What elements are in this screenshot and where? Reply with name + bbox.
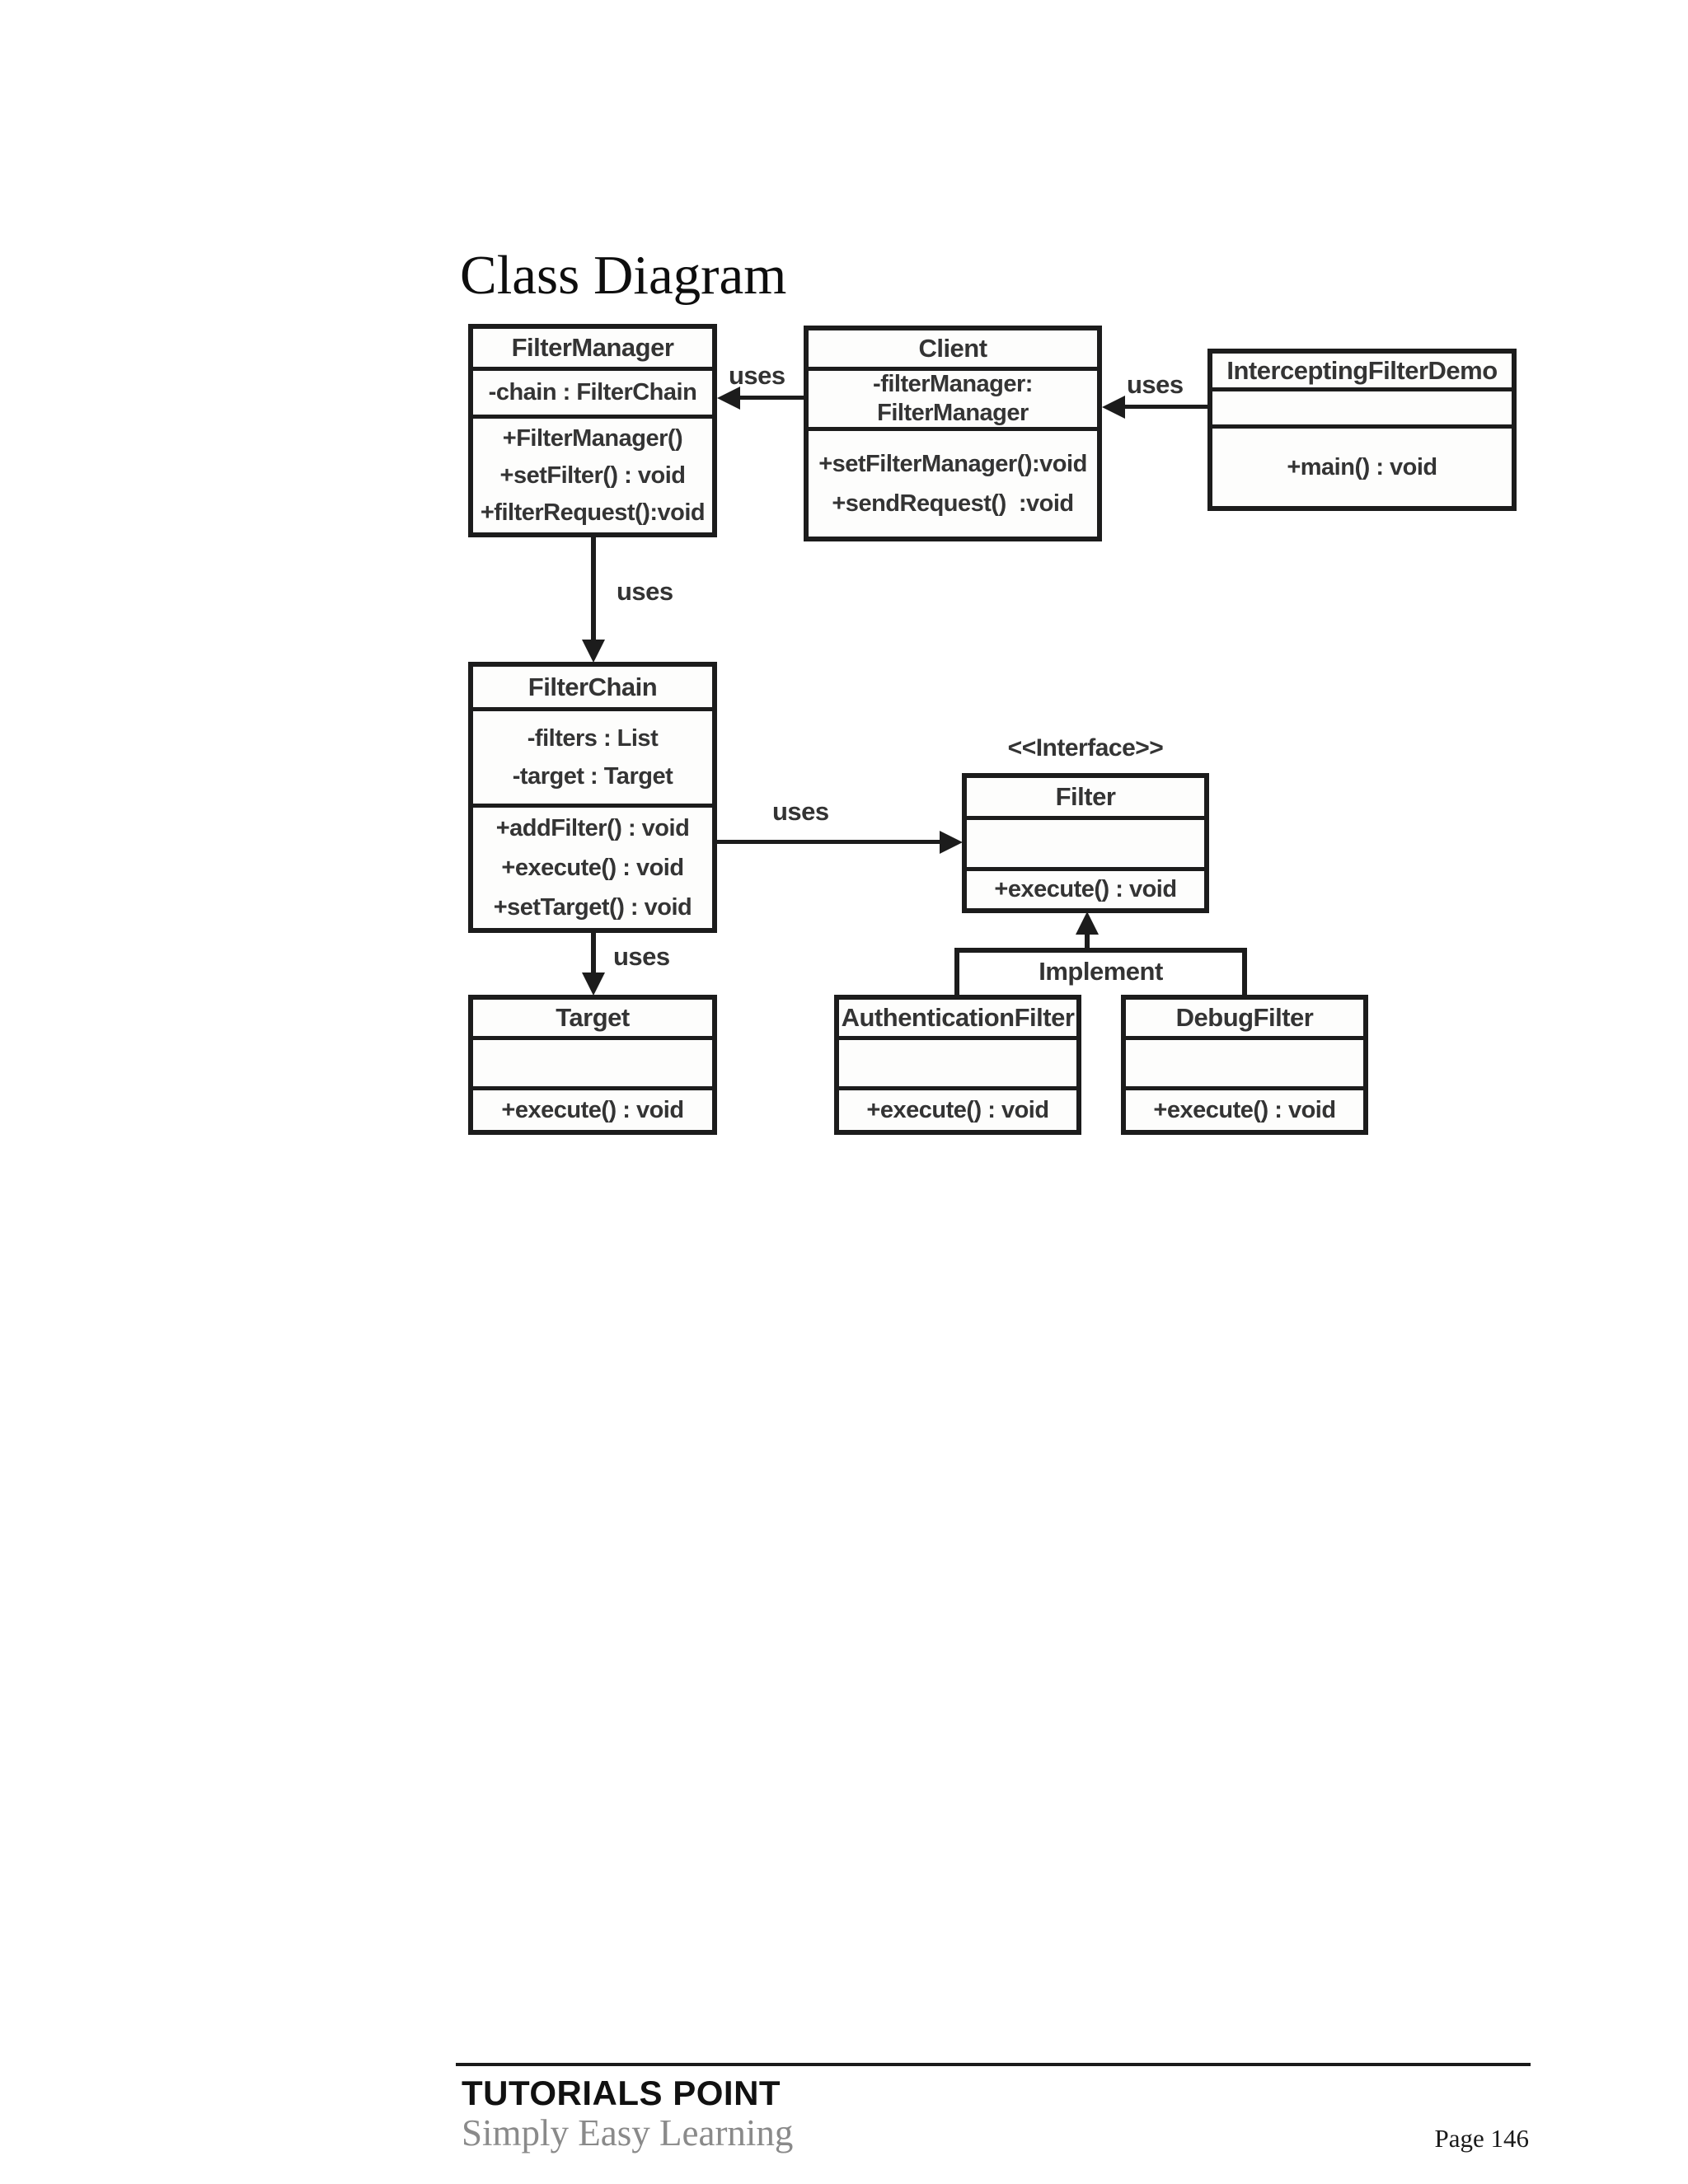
method: +execute() : void <box>994 876 1177 902</box>
class-box-client: Client -filterManager: FilterManager +se… <box>804 326 1102 541</box>
connector-filter-manager-uses-filter-chain <box>591 537 596 641</box>
methods-compartment: +main() : void <box>1212 424 1512 506</box>
arrowhead-left-icon <box>1102 396 1125 419</box>
attributes-compartment <box>839 1036 1076 1086</box>
page-title: Class Diagram <box>460 245 787 306</box>
methods-compartment: +setFilterManager():void +sendRequest() … <box>809 427 1097 537</box>
methods-compartment: +execute() : void <box>839 1086 1076 1130</box>
method: +execute() : void <box>1153 1096 1336 1123</box>
connector-implement-right-stub <box>1242 948 1247 995</box>
method: +setFilterManager():void <box>818 451 1087 477</box>
attributes-compartment <box>967 816 1204 867</box>
connector-implement-arrow-shaft <box>1085 933 1090 951</box>
method: +addFilter() : void <box>495 815 690 841</box>
methods-compartment: +execute() : void <box>1126 1086 1363 1130</box>
class-name: Filter <box>1055 782 1116 811</box>
connector-implement-bracket <box>954 948 1247 953</box>
method: +main() : void <box>1287 453 1437 480</box>
method: +execute() : void <box>501 855 684 881</box>
class-box-intercepting-filter-demo: InterceptingFilterDemo +main() : void <box>1207 349 1517 511</box>
footer-divider <box>456 2063 1531 2066</box>
class-name: Target <box>556 1003 630 1032</box>
arrowhead-right-icon <box>940 831 963 854</box>
class-name: FilterChain <box>528 672 658 701</box>
interface-stereotype-label: <<Interface>> <box>1007 734 1164 762</box>
footer-brand: TUTORIALS POINT <box>462 2074 781 2112</box>
connector-filter-chain-uses-filter <box>717 840 941 844</box>
attributes-compartment <box>1212 387 1512 424</box>
attributes-compartment <box>1126 1036 1363 1086</box>
method: +sendRequest() :void <box>832 490 1074 517</box>
methods-compartment: +FilterManager() +setFilter() : void +fi… <box>473 415 712 532</box>
footer-page-number: Page 146 <box>1434 2124 1529 2153</box>
class-name: Client <box>918 334 987 363</box>
class-box-filter-chain: FilterChain -filters : List -target : Ta… <box>468 662 717 933</box>
footer-tagline: Simply Easy Learning <box>462 2112 794 2154</box>
methods-compartment: +addFilter() : void +execute() : void +s… <box>473 804 712 928</box>
arrowhead-down-icon <box>582 640 605 663</box>
method: +setFilter() : void <box>499 462 686 489</box>
connector-implement-left-stub <box>954 948 959 995</box>
attribute: -target : Target <box>512 763 673 790</box>
connector-filter-chain-uses-target <box>591 933 596 973</box>
attribute: -chain : FilterChain <box>488 379 697 405</box>
relation-label-uses: uses <box>729 361 785 390</box>
attributes-compartment: -chain : FilterChain <box>473 367 712 415</box>
method: +execute() : void <box>501 1096 684 1123</box>
arrowhead-down-icon <box>582 972 605 996</box>
class-box-authentication-filter: AuthenticationFilter +execute() : void <box>834 995 1081 1135</box>
method: +setTarget() : void <box>493 894 692 921</box>
class-box-filter-manager: FilterManager -chain : FilterChain +Filt… <box>468 324 717 537</box>
relation-label-uses: uses <box>772 797 829 826</box>
class-name: AuthenticationFilter <box>841 1003 1075 1032</box>
relation-label-uses: uses <box>1127 370 1184 399</box>
class-box-target: Target +execute() : void <box>468 995 717 1135</box>
methods-compartment: +execute() : void <box>967 867 1204 908</box>
connector-client-uses-filter-manager <box>738 396 804 400</box>
attribute: -filters : List <box>527 725 659 752</box>
method: +filterRequest():void <box>480 499 706 526</box>
arrowhead-left-icon <box>717 387 740 410</box>
attribute: -filterManager: <box>873 371 1033 397</box>
connector-demo-uses-client <box>1123 405 1207 409</box>
attributes-compartment: -filterManager: FilterManager <box>809 367 1097 427</box>
attributes-compartment <box>473 1036 712 1086</box>
class-name: DebugFilter <box>1175 1003 1314 1032</box>
method: +execute() : void <box>866 1096 1049 1123</box>
class-name: InterceptingFilterDemo <box>1226 355 1498 385</box>
attributes-compartment: -filters : List -target : Target <box>473 707 712 804</box>
attribute: FilterManager <box>877 400 1029 426</box>
relation-label-implement: Implement <box>1039 957 1163 986</box>
relation-label-uses: uses <box>617 577 673 606</box>
relation-label-uses: uses <box>613 942 670 971</box>
class-box-filter-interface: Filter +execute() : void <box>962 773 1209 913</box>
class-name: FilterManager <box>511 333 674 362</box>
methods-compartment: +execute() : void <box>473 1086 712 1130</box>
class-box-debug-filter: DebugFilter +execute() : void <box>1121 995 1368 1135</box>
method: +FilterManager() <box>502 424 683 452</box>
arrowhead-up-icon <box>1076 912 1099 935</box>
